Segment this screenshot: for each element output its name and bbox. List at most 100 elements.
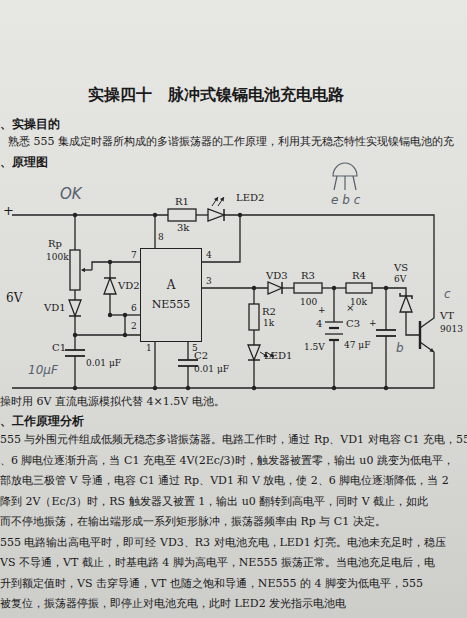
component-label: VS xyxy=(394,262,408,274)
led-symbol xyxy=(248,345,260,360)
body-text: 、6 脚电位逐渐升高，当 C1 充电至 4V(2Ec/3)时，触发器被置零，输出… xyxy=(0,455,454,468)
wire xyxy=(92,262,140,270)
wire xyxy=(109,262,110,278)
body-text: 被复位，振荡器停振，即停止对电池充电，此时 LED2 发光指示电池电 xyxy=(0,598,346,611)
body-text: 升到额定值时，VS 击穿导通，VT 也随之饱和导通，NE555 的 4 脚变为低… xyxy=(0,578,423,591)
body-text: 部放电三极管 V 导通，电容 C1 通过 Rp、VD1 和 V 放电，使 2、6… xyxy=(0,475,449,488)
wire xyxy=(74,356,75,388)
wire xyxy=(333,288,334,322)
wire xyxy=(196,214,208,215)
component-label: + xyxy=(3,204,14,219)
component-label: VT xyxy=(440,310,454,322)
battery-plate xyxy=(329,339,339,341)
wire xyxy=(385,336,386,388)
section-heading: 、原理图 xyxy=(0,156,48,170)
component-label: 0.01 μF xyxy=(194,364,229,374)
led-symbol xyxy=(208,209,224,221)
ic-chip-box: ANE555 xyxy=(140,248,202,342)
wire xyxy=(202,215,240,262)
led-symbol-bar xyxy=(248,359,260,361)
junction-dot xyxy=(332,386,336,390)
led-symbol-bar xyxy=(223,209,225,221)
page-title: 实操四十 脉冲式镍镉电池充电电路 xyxy=(88,86,344,104)
handwritten-note: OK xyxy=(60,186,82,203)
diode-symbol-bar xyxy=(69,315,81,317)
transistor-symbol xyxy=(420,321,434,352)
component-label: 9013 xyxy=(440,324,463,334)
component-label: VD2 xyxy=(118,280,140,292)
junction-dot xyxy=(252,386,256,390)
wire xyxy=(202,287,268,288)
component-label: C2 xyxy=(194,350,208,362)
handwritten-note: e b c xyxy=(331,194,360,208)
component-label: 0.01 μF xyxy=(86,358,121,368)
pin-number: 7 xyxy=(131,250,137,260)
wire xyxy=(109,294,110,315)
resistor-symbol xyxy=(168,209,196,221)
body-text: 555 与外围元件组成低频无稳态多谐振荡器。电路工作时，通过 Rp、VD1 对电… xyxy=(0,434,467,447)
body-text: 而不停地振荡，在输出端形成一系列矩形脉冲，振荡器频率由 Rp 与 C1 决定。 xyxy=(0,516,386,529)
handwritten-note: 10μF xyxy=(28,364,58,378)
wire xyxy=(12,214,168,215)
wire xyxy=(406,312,420,335)
wire xyxy=(253,330,254,345)
component-label: 1k xyxy=(263,318,274,328)
wire xyxy=(333,340,334,388)
wire xyxy=(224,215,434,328)
body-text: 降到 2V（Ec/3）时，RS 触发器又被置 1，输出 u0 翻转到高电平，同时… xyxy=(0,496,428,509)
junction-dot xyxy=(252,286,256,290)
diode-symbol-bar xyxy=(281,282,283,294)
junction-dot xyxy=(153,386,157,390)
junction-dot xyxy=(123,333,127,337)
pin-number: 4 xyxy=(206,250,212,260)
led-symbol-body xyxy=(248,345,260,360)
component-label: VD1 xyxy=(44,302,66,314)
section-heading: 、工作原理分析 xyxy=(0,415,84,429)
sketch-outline xyxy=(333,163,357,176)
component-label: R2 xyxy=(262,306,276,318)
arrow-head xyxy=(214,197,218,202)
diode-symbol xyxy=(104,278,116,294)
diode-symbol-body xyxy=(69,300,81,316)
sketch-leg xyxy=(334,176,337,190)
component-label: × xyxy=(346,302,354,314)
wire xyxy=(124,315,125,335)
wire xyxy=(253,288,254,304)
component-label: 6V xyxy=(394,274,406,284)
component-label: LED1 xyxy=(264,350,292,362)
wire xyxy=(75,334,140,335)
light-ray xyxy=(212,197,218,206)
section-heading: 、实操目的 xyxy=(0,118,60,132)
pin-number: 2 xyxy=(131,321,137,331)
wire xyxy=(282,287,294,288)
component-label: 3k xyxy=(177,222,189,234)
chip-designator: A xyxy=(167,278,176,294)
arrow-head xyxy=(81,268,85,272)
sketch-leg xyxy=(353,176,356,190)
wire xyxy=(187,342,188,360)
junction-dot xyxy=(332,286,336,290)
body-text: 555 电路输出高电平时，即可经 VD3、R3 对电池充电，LED1 灯亮。电池… xyxy=(0,537,446,550)
component-label: 47 μF xyxy=(344,340,370,350)
transistor-base-bar xyxy=(419,321,421,349)
light-emission xyxy=(212,197,224,206)
wire xyxy=(154,342,155,388)
capacitor-plate xyxy=(376,329,396,331)
battery-symbol xyxy=(325,322,343,340)
capacitor-symbol xyxy=(65,350,85,356)
junction-dot xyxy=(384,286,388,290)
wire xyxy=(74,290,75,300)
junction-dot xyxy=(384,386,388,390)
wire xyxy=(253,360,254,388)
component-label: 4 xyxy=(316,318,322,330)
zener-symbol-body xyxy=(400,296,412,312)
handwritten-note: b xyxy=(396,342,404,356)
resistor-symbol xyxy=(70,250,80,290)
junction-dot xyxy=(108,313,112,317)
diode-symbol-body xyxy=(268,282,282,294)
junction-dot xyxy=(186,386,190,390)
wire xyxy=(74,215,75,250)
component-label: Rp xyxy=(48,238,62,250)
component-label: 1.5V xyxy=(304,342,325,352)
